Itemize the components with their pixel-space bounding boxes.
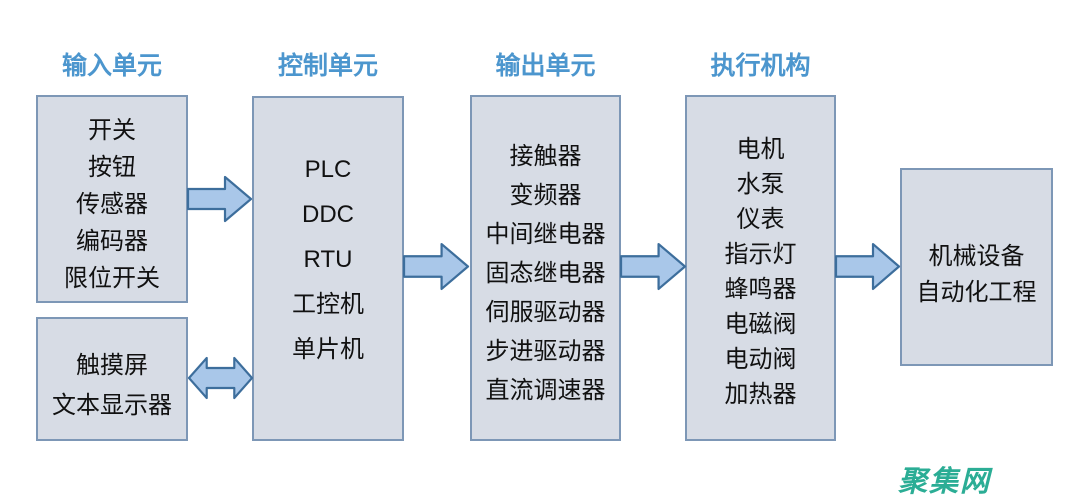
box-item: 开关 (88, 116, 136, 144)
box-item: 水泵 (736, 170, 785, 198)
header-actuator-unit: 执行机构 (710, 52, 811, 80)
box-item: 按钮 (88, 153, 136, 181)
box-item: 加热器 (724, 380, 797, 408)
box-item: 电机 (736, 135, 785, 163)
hmi-box: 触摸屏文本显示器 (36, 317, 188, 441)
control-unit-box: PLC DDC RTU 工控机单片机 (252, 96, 404, 441)
header-output-unit: 输出单元 (495, 52, 596, 80)
box-item: 变频器 (509, 181, 582, 209)
box-item: 文本显示器 (52, 391, 172, 419)
header-control-unit: 控制单元 (277, 52, 378, 80)
box-item: 仪表 (736, 205, 785, 233)
box-item: 步进驱动器 (485, 337, 606, 365)
box-item: 编码器 (76, 227, 148, 255)
box-item: 传感器 (76, 190, 148, 218)
box-item: 中间继电器 (485, 220, 606, 248)
box-item: 蜂鸣器 (724, 275, 797, 303)
target-box: 机械设备自动化工程 (900, 168, 1053, 366)
box-item: 触摸屏 (76, 351, 148, 379)
right-arrow-icon-control-to-output (403, 241, 470, 292)
right-arrow-icon-output-to-actuator (620, 241, 687, 292)
box-item: 自动化工程 (916, 279, 1037, 306)
box-item: 直流调速器 (485, 376, 606, 404)
actuator-unit-box: 电机水泵仪表指示灯蜂鸣器电磁阀电动阀加热器 (685, 95, 836, 441)
right-arrow-icon-actuator-to-target (835, 241, 901, 292)
output-unit-box: 接触器变频器中间继电器固态继电器伺服驱动器步进驱动器直流调速器 (470, 95, 621, 441)
box-item: 电动阀 (724, 345, 797, 373)
box-item: 指示灯 (724, 240, 797, 268)
box-item: 伺服驱动器 (485, 298, 606, 326)
box-item: DDC (302, 200, 354, 228)
right-arrow-icon-input-to-control (187, 174, 253, 224)
box-item: 机械设备 (928, 243, 1025, 270)
box-item: 接触器 (509, 142, 582, 170)
double-arrow-icon-hmi-control (188, 350, 253, 406)
box-item: 工控机 (292, 290, 364, 318)
box-item: 电磁阀 (724, 310, 797, 338)
box-item: 单片机 (292, 335, 364, 363)
box-item: RTU (303, 245, 353, 273)
box-item: PLC (304, 155, 352, 183)
box-item: 限位开关 (64, 264, 160, 292)
header-input-unit: 输入单元 (61, 52, 162, 80)
watermark-logo: 聚集网 (898, 466, 992, 498)
input-unit-box: 开关按钮传感器编码器限位开关 (36, 95, 188, 303)
box-item: 固态继电器 (485, 259, 606, 287)
